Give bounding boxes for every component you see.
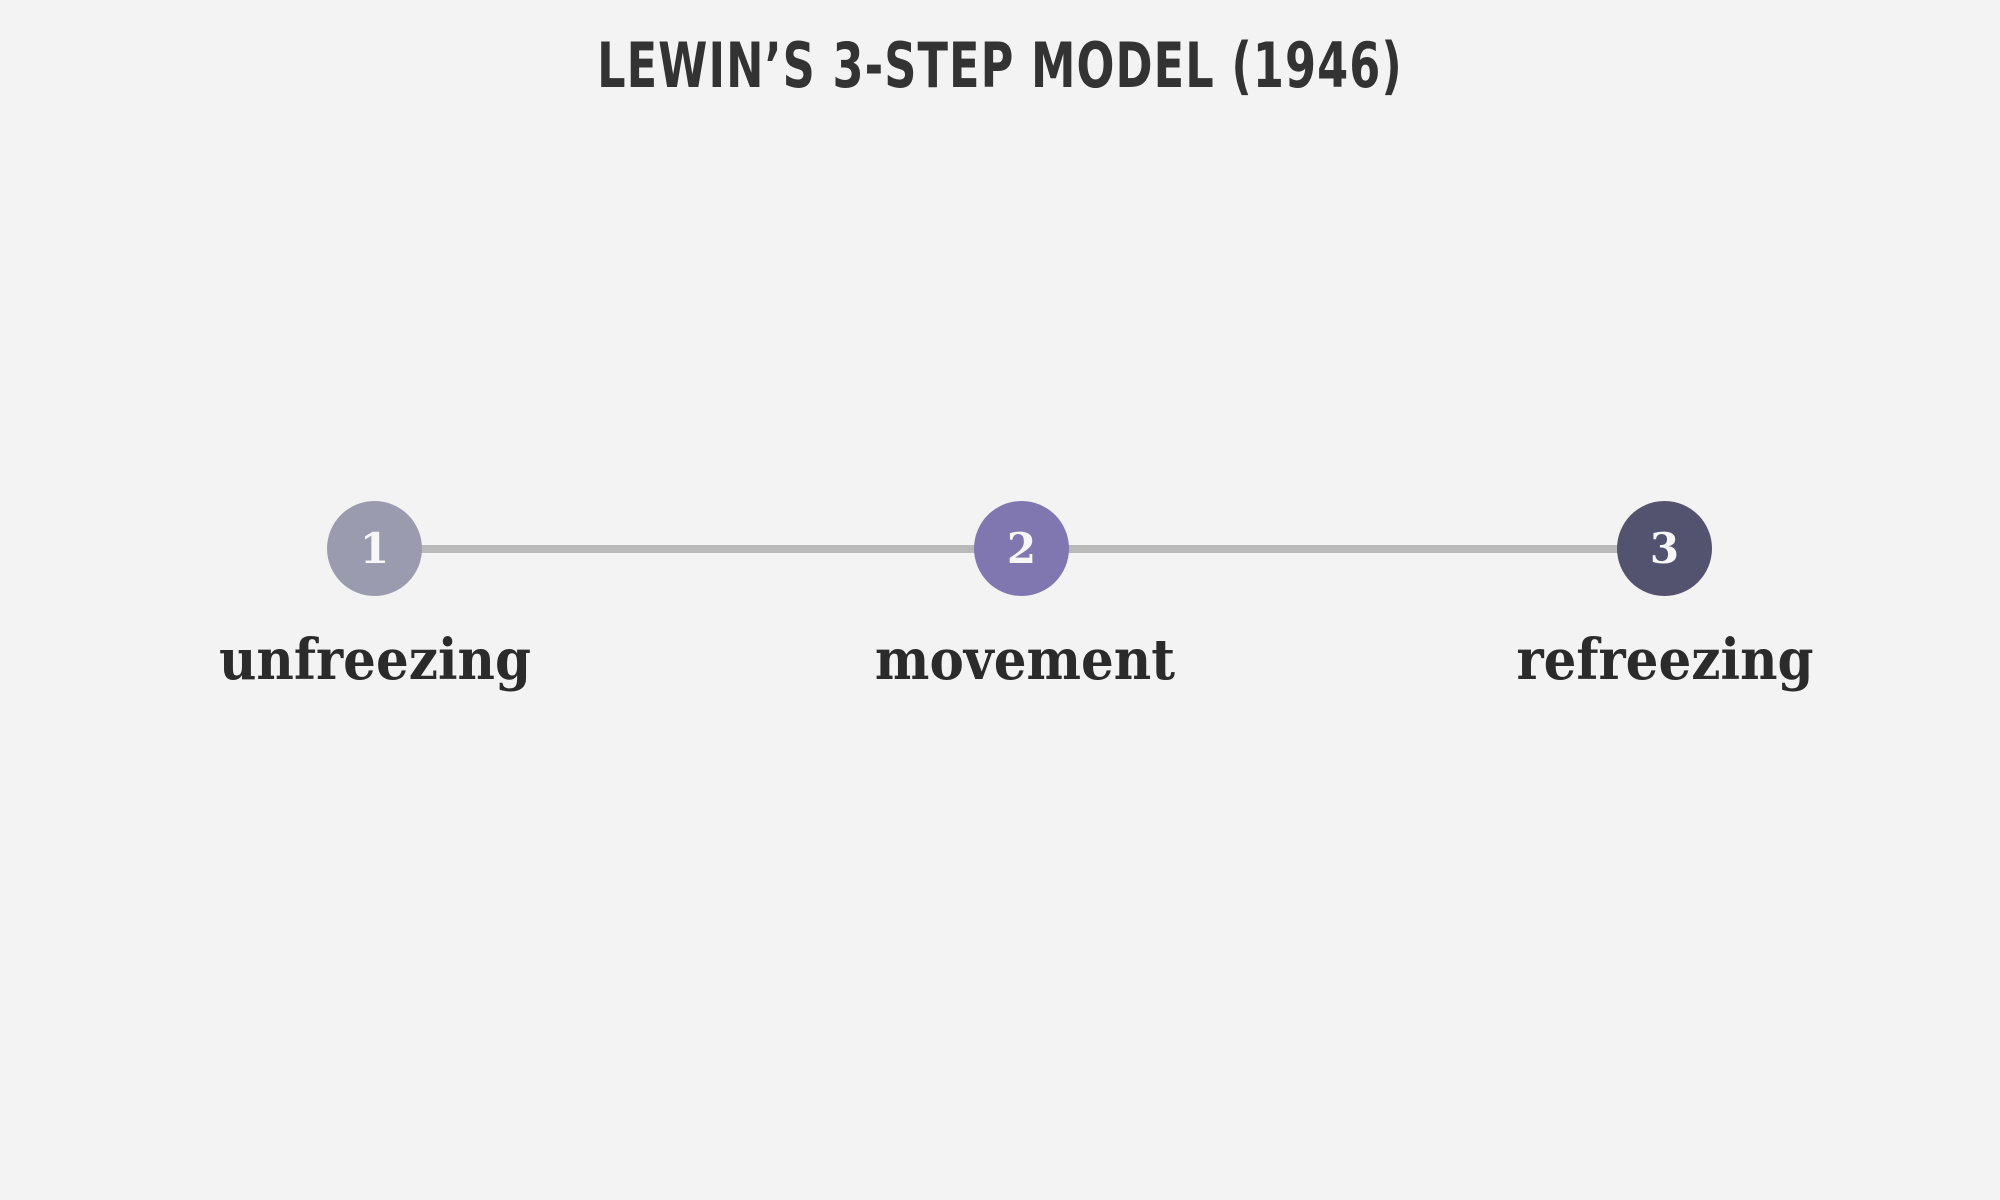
step-label-movement: movement [874,627,1176,693]
step-number-1: 1 [359,523,390,573]
step-number-2: 2 [1006,523,1037,573]
page-title: LEWIN’S 3-STEP MODEL (1946) [597,29,1403,102]
step-node-3[interactable]: 3 [1617,501,1712,596]
connector-line-2-3 [1022,545,1665,553]
step-node-2[interactable]: 2 [974,501,1069,596]
step-label-refreezing: refreezing [1516,627,1814,693]
step-number-3: 3 [1649,523,1680,573]
connector-line-1-2 [375,545,1022,553]
step-label-unfreezing: unfreezing [218,627,532,693]
step-node-1[interactable]: 1 [327,501,422,596]
